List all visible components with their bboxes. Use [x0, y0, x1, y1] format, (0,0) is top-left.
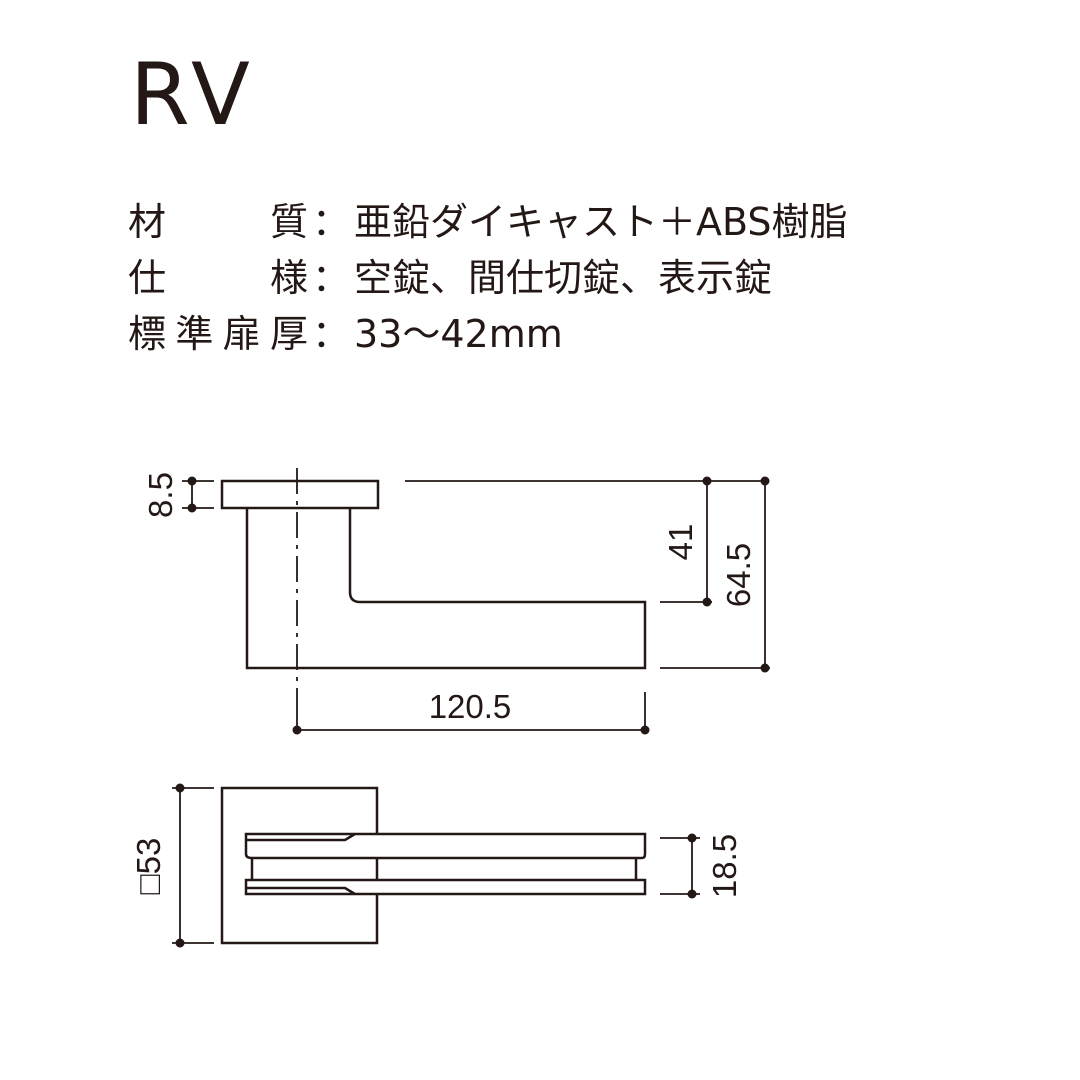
- dim-lever-width: 18.5: [706, 834, 743, 898]
- rose-side: [220, 479, 380, 510]
- rose-top: [220, 786, 379, 945]
- dim-rose-thickness: 8.5: [142, 472, 179, 518]
- spec-value: 33〜42mm: [354, 312, 563, 356]
- model-name: RV: [130, 45, 256, 145]
- dim-lever-drop: 41: [662, 524, 699, 561]
- spec-label: 仕 様: [128, 256, 308, 300]
- spec-value: 亜鉛ダイキャスト＋ABS樹脂: [354, 200, 848, 244]
- spec-label: 材 質: [128, 200, 308, 244]
- dim-overall-height: 64.5: [720, 543, 757, 607]
- lever-top-outer: [244, 832, 647, 860]
- lever-top-body: [246, 832, 638, 896]
- dim-rose-square: □53: [130, 838, 167, 895]
- spec-list: 材 質 ： 亜鉛ダイキャスト＋ABS樹脂 仕 様 ： 空錠、間仕切錠、表示錠 標…: [128, 194, 848, 362]
- spec-colon: ：: [311, 256, 350, 300]
- spec-row-spec: 仕 様 ： 空錠、間仕切錠、表示錠: [128, 250, 848, 306]
- spec-row-material: 材 質 ： 亜鉛ダイキャスト＋ABS樹脂: [128, 194, 848, 250]
- spec-label: 標準扉厚: [128, 312, 308, 356]
- lever-side: [245, 508, 647, 670]
- spec-value: 空錠、間仕切錠、表示錠: [354, 256, 773, 300]
- spec-colon: ：: [311, 200, 350, 244]
- lever-top-lower: [244, 878, 647, 896]
- spec-colon: ：: [311, 312, 350, 356]
- spec-row-door-thickness: 標準扉厚 ： 33〜42mm: [128, 306, 848, 362]
- dim-lever-length: 120.5: [429, 688, 512, 725]
